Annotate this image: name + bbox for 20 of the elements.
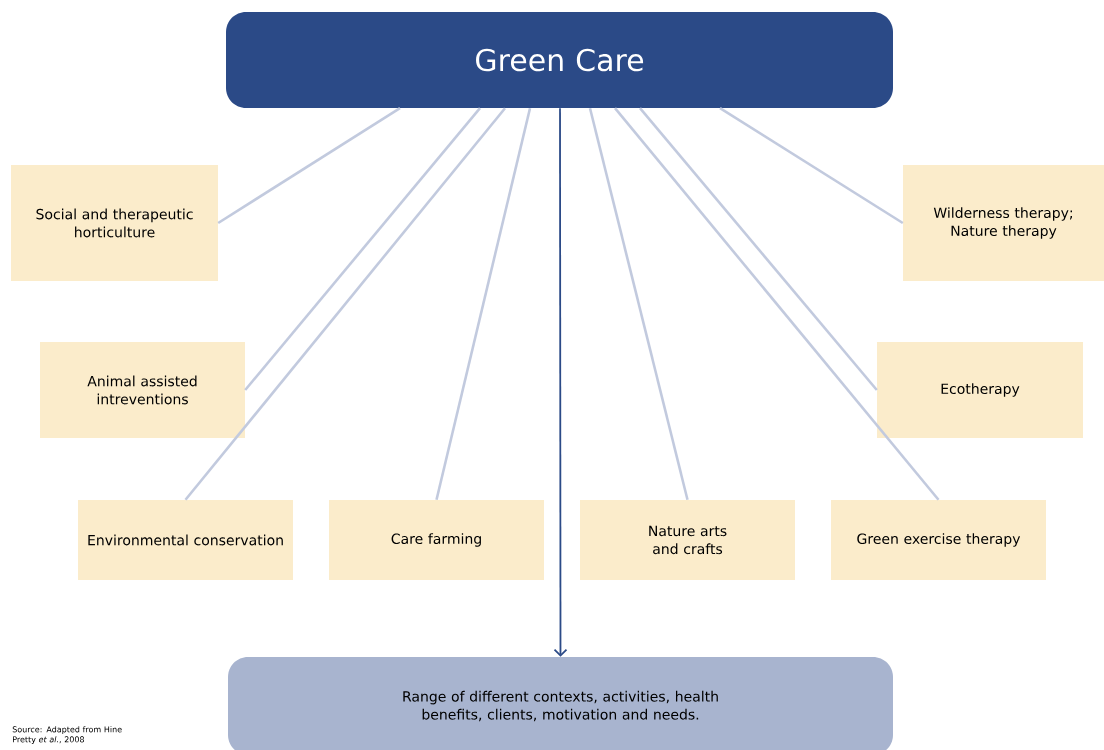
connector-line [244, 107, 481, 391]
connector-line [719, 107, 904, 225]
category-box: Social and therapeutic horticulture [11, 165, 218, 281]
connector-line [588, 107, 689, 501]
connector-line [435, 107, 532, 501]
title-box: Green Care [226, 12, 893, 108]
source-note: Source: Adapted from Hine Pretty et al., 2008 [12, 726, 122, 744]
outcome-box: Range of different contexts, activities, health benefits, clients, motivation and needs. [228, 657, 893, 750]
connector-line [553, 107, 568, 657]
connector-line [639, 107, 878, 391]
connector-line [614, 107, 940, 501]
category-box: Animal assisted intreventions [40, 342, 245, 438]
category-box: Wilderness therapy; Nature therapy [903, 165, 1104, 281]
connector-line [184, 107, 506, 501]
category-box: Environmental conservation [78, 500, 293, 580]
category-box: Ecotherapy [877, 342, 1083, 438]
category-box: Green exercise therapy [831, 500, 1046, 580]
category-box: Care farming [329, 500, 544, 580]
category-box: Nature arts and crafts [580, 500, 795, 580]
connector-line [217, 107, 401, 225]
